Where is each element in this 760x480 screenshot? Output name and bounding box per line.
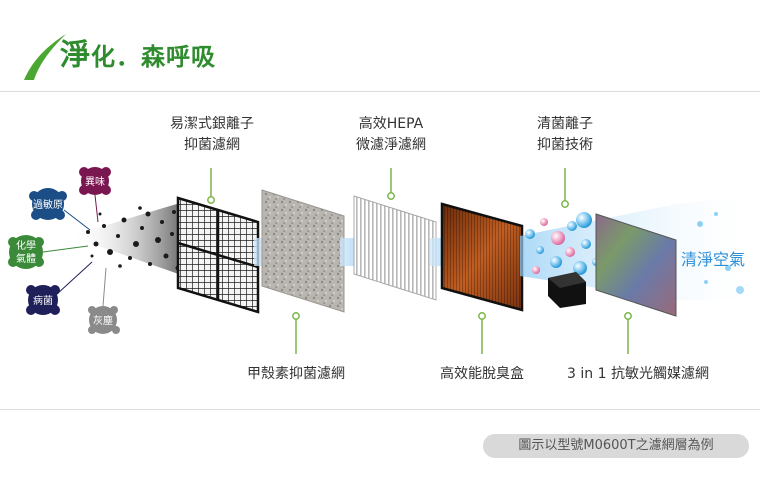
clean-air-sparkles <box>697 212 744 294</box>
pollutant-allergen: 過敏原 <box>29 188 91 231</box>
pollutant-odor: 異味 <box>79 167 111 223</box>
filter-hepa <box>353 195 437 301</box>
leaf-swoosh-icon <box>24 34 66 80</box>
label-deodor-box: 高效能脫臭盒 <box>440 366 524 382</box>
pollutant-chemical: 化學 氣體 <box>8 235 89 269</box>
label-silver-ion-line2: 抑菌濾網 <box>184 137 240 153</box>
label-hepa-line1: 高效HEPA <box>358 116 424 132</box>
pollutant-dust-label: 灰塵 <box>93 314 113 327</box>
pollutant-allergen-label: 過敏原 <box>33 198 63 211</box>
page-title-rest: 化．森呼吸 <box>91 43 216 71</box>
leader-lines <box>207 168 632 354</box>
ion-bubbles <box>525 212 600 275</box>
label-silver-ion-line1: 易潔式銀離子 <box>170 116 254 132</box>
model-caption: 圖示以型號M0600T之濾網層為例 <box>483 434 749 458</box>
particle-cloud <box>86 206 181 271</box>
pollutant-chemical-label-2: 氣體 <box>16 252 36 265</box>
label-hepa-filter: 高效HEPA 微濾淨濾網 <box>345 114 437 156</box>
bottom-divider <box>0 409 760 410</box>
filter-chitosan <box>261 189 345 313</box>
page-title: 淨化．森呼吸 <box>60 30 216 74</box>
label-photocatalyst-filter: 3 in 1 抗敏光觸媒濾網 <box>567 366 709 382</box>
pollutant-germs: 病菌 <box>26 261 93 315</box>
pollutant-chemical-label-1: 化學 <box>16 239 36 252</box>
ion-generator <box>548 272 586 308</box>
clean-air-label: 清淨空氣 <box>681 250 746 269</box>
label-ion-line1: 清菌離子 <box>537 116 593 132</box>
label-ion-tech: 清菌離子 抑菌技術 <box>525 114 605 156</box>
top-divider <box>0 91 760 92</box>
dirty-air-beam <box>70 200 190 278</box>
filter-deodor <box>440 202 524 312</box>
pollutant-dust: 灰塵 <box>88 267 120 334</box>
label-silver-ion-filter: 易潔式銀離子 抑菌濾網 <box>160 114 264 156</box>
label-hepa-line2: 微濾淨濾網 <box>356 137 426 153</box>
label-ion-line2: 抑菌技術 <box>537 137 593 153</box>
page-title-first: 淨 <box>60 38 91 73</box>
pollutant-germs-label: 病菌 <box>33 294 53 307</box>
filter-photocatalyst <box>595 213 677 317</box>
filter-silver-ion <box>176 196 260 314</box>
pollutant-odor-label: 異味 <box>85 176 105 188</box>
label-chitosan-filter: 甲殼素抑菌濾網 <box>247 366 345 382</box>
